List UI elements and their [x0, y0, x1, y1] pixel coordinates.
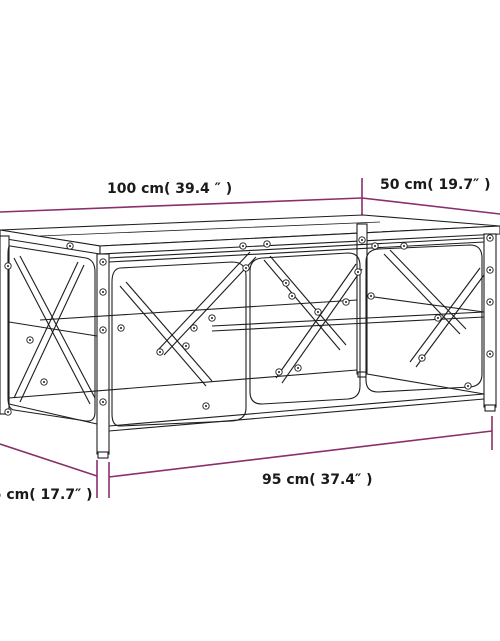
front-brace-2b: [163, 256, 257, 356]
bolt: [486, 350, 494, 358]
bolt: [117, 324, 125, 332]
table-top: [0, 214, 500, 255]
front-panel-left: [111, 261, 247, 427]
front-brace-4b: [281, 268, 363, 384]
dimension-lines: [0, 178, 500, 498]
foot-back-right: [357, 371, 367, 378]
side-lower-rail: [8, 403, 98, 425]
side-middle-rail: [8, 321, 98, 337]
bolt: [418, 354, 426, 362]
bolt: [486, 234, 494, 242]
bolt: [4, 408, 12, 416]
bolt: [288, 292, 296, 300]
bolt: [282, 279, 290, 287]
front-brace-6b: [415, 274, 485, 368]
bolt: [367, 292, 375, 300]
bolt: [434, 314, 442, 322]
bolt: [294, 364, 302, 372]
bolt: [99, 326, 107, 334]
front-brace-5b: [389, 249, 467, 330]
front-brace-1: [119, 285, 207, 387]
bolt: [4, 262, 12, 270]
metal-frame: [0, 223, 497, 459]
front-brace-3b: [269, 255, 347, 346]
back-lower-rail: [8, 369, 358, 399]
leg-front-right: [483, 233, 497, 408]
bolt: [190, 324, 198, 332]
bolt: [486, 298, 494, 306]
tabletop-grain: [39, 221, 381, 237]
bolt: [66, 242, 74, 250]
back-middle-rail: [39, 299, 358, 321]
bolt: [275, 368, 283, 376]
bolt: [354, 268, 362, 276]
depth-label: 50 cm( 19.7″ ): [380, 177, 491, 193]
bolt: [99, 258, 107, 266]
front-brace-3: [263, 259, 341, 351]
right-side-lower-rail: [366, 373, 485, 395]
length-label: 100 cm( 39.4 ″ ): [107, 181, 232, 197]
leg-front-left: [96, 253, 110, 455]
bolt: [486, 266, 494, 274]
front-brace-1b: [125, 281, 213, 382]
front-middle-rail: [211, 311, 485, 327]
bolt: [358, 236, 366, 244]
foot-front-right: [484, 404, 496, 412]
bolt: [263, 240, 271, 248]
front-brace-6: [409, 267, 481, 363]
height-label: 45 cm( 17.7″ ): [0, 487, 93, 503]
front-upper-rail: [108, 237, 485, 259]
bolt: [342, 298, 350, 306]
bottom-length-label: 95 cm( 37.4″ ): [262, 472, 373, 488]
right-side-middle-rail: [366, 295, 485, 313]
front-lower-rail: [108, 393, 485, 427]
side-brace-1b: [19, 255, 96, 399]
depth-dimension-line: [361, 197, 500, 215]
front-upper-rail-inner: [108, 241, 485, 263]
front-brace-2: [157, 251, 251, 351]
bolts: [4, 234, 494, 416]
side-brace-2b: [19, 264, 85, 403]
bolt: [99, 288, 107, 296]
side-brace-1: [13, 257, 91, 405]
bolt: [182, 342, 190, 350]
leg-back-left: [0, 235, 10, 415]
foot-front-left: [97, 451, 109, 459]
bottom-length-dimension-line: [108, 430, 493, 478]
bolt: [156, 348, 164, 356]
bolt: [314, 308, 322, 316]
bolt: [239, 242, 247, 250]
bolt: [208, 314, 216, 322]
side-brace-2: [13, 261, 79, 399]
length-dimension-line: [0, 197, 363, 213]
bolt: [242, 264, 250, 272]
bolt: [26, 336, 34, 344]
front-panel-middle: [249, 252, 361, 405]
bolt: [202, 402, 210, 410]
bolt: [400, 242, 408, 250]
bolt: [99, 398, 107, 406]
bolt: [40, 378, 48, 386]
front-brace-5: [383, 253, 461, 335]
front-brace-4: [275, 263, 357, 379]
front-lower-rail-inner: [108, 398, 485, 432]
bolt: [371, 242, 379, 250]
height-dimension-line: [0, 443, 98, 477]
bolt: [464, 382, 472, 390]
